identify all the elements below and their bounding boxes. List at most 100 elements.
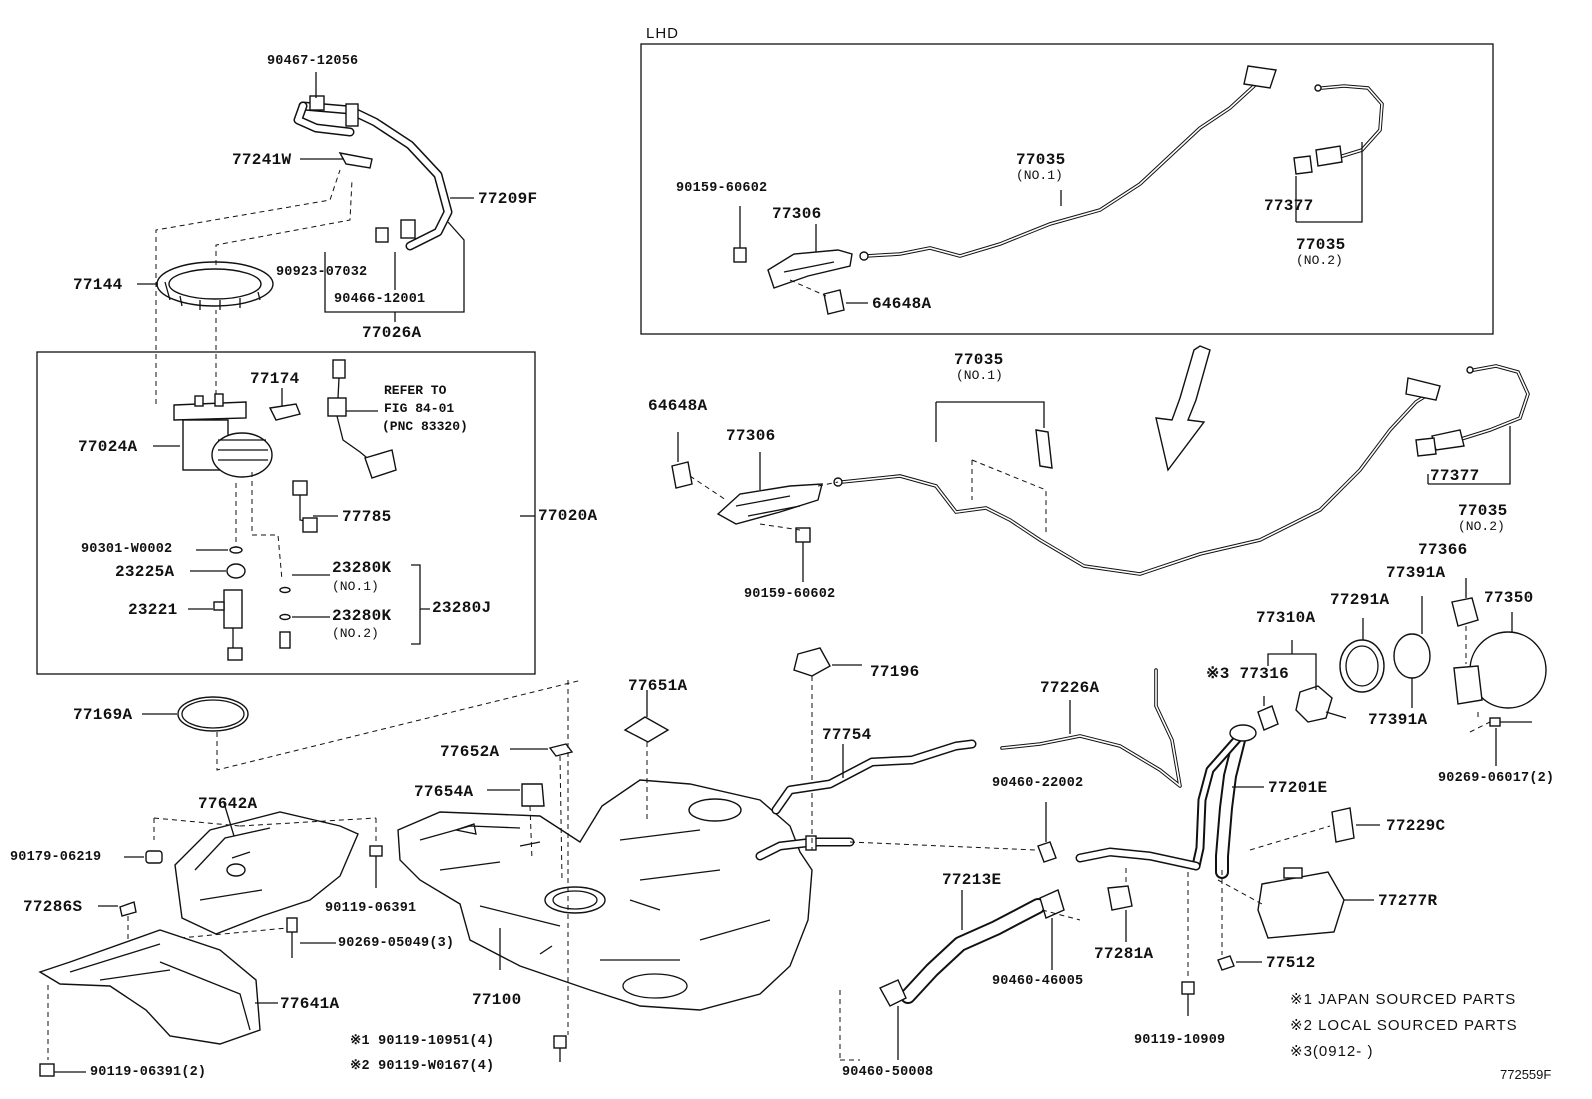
opener-cable-77035-main xyxy=(833,364,1530,576)
label-77100: 77100 xyxy=(472,991,522,1009)
oring-23280K-2 xyxy=(279,613,291,621)
label-77169A: 77169A xyxy=(73,706,133,724)
clip-77229C xyxy=(1331,807,1355,843)
label-90301-W0002: 90301-W0002 xyxy=(81,542,173,557)
note-local-sourced: ※2 LOCAL SOURCED PARTS xyxy=(1290,1017,1518,1034)
label-77391A-top: 77391A xyxy=(1386,564,1446,582)
label-90119-10951: ※1 90119-10951(4) xyxy=(350,1034,495,1049)
clamp-77281A xyxy=(1107,885,1133,911)
label-77652A: 77652A xyxy=(440,743,500,761)
bracket-77241W xyxy=(338,152,373,169)
label-77035-mid: 77035 xyxy=(954,351,1004,369)
label-77035-lhd2-sub: (NO.2) xyxy=(1296,253,1343,268)
label-77754: 77754 xyxy=(822,726,872,744)
label-90460-50008: 90460-50008 xyxy=(842,1065,934,1080)
label-77226A: 77226A xyxy=(1040,679,1100,697)
label-77391A-bot: 77391A xyxy=(1368,711,1428,729)
clip-77196 xyxy=(793,647,831,677)
label-90119-06391: 90119-06391 xyxy=(325,901,417,916)
label-77350: 77350 xyxy=(1484,589,1534,607)
handle-77306-mid xyxy=(716,483,823,525)
label-77035-right-sub: (NO.2) xyxy=(1458,519,1505,534)
gasket-77316 xyxy=(1257,705,1279,731)
label-90460-46005: 90460-46005 xyxy=(992,974,1084,989)
label-23280K-1: 23280K xyxy=(332,559,392,577)
label-77366: 77366 xyxy=(1418,541,1468,559)
label-90119-W0167: ※2 90119-W0167(4) xyxy=(350,1059,495,1074)
oring-23280K-1 xyxy=(279,586,291,594)
protector-77641A xyxy=(38,929,261,1045)
clip-64648A-lhd xyxy=(823,289,845,315)
label-23280K-2: 23280K xyxy=(332,607,392,625)
label-23280K-1-sub: (NO.1) xyxy=(332,579,379,594)
label-77291A: 77291A xyxy=(1330,591,1390,609)
label-90923-07032: 90923-07032 xyxy=(276,265,368,280)
refer-line2: FIG 84-01 xyxy=(384,401,455,416)
label-77377-right: 77377 xyxy=(1430,467,1480,485)
label-77229C: 77229C xyxy=(1386,817,1446,835)
lhd-frame xyxy=(640,43,1494,335)
direction-arrow xyxy=(1155,345,1211,472)
label-90159-60602-mid: 90159-60602 xyxy=(744,587,836,602)
label-77281A: 77281A xyxy=(1094,945,1154,963)
bolt-90119-10951 xyxy=(553,1035,567,1062)
refer-line1: REFER TO xyxy=(384,383,447,398)
hose-77213E xyxy=(900,898,1046,1004)
clamp-90460-50008 xyxy=(879,979,907,1007)
label-77209F: 77209F xyxy=(478,190,538,208)
label-77306-lhd: 77306 xyxy=(772,205,822,223)
label-23280K-2-sub: (NO.2) xyxy=(332,626,379,641)
label-77024A: 77024A xyxy=(78,438,138,456)
oring-90301 xyxy=(229,546,243,554)
clamp-90460-22002 xyxy=(1037,841,1057,863)
ring-77291A xyxy=(1339,639,1385,693)
hose-77754 xyxy=(771,739,977,815)
pad-77652A xyxy=(548,743,574,757)
label-90179-06219: 90179-06219 xyxy=(10,850,102,865)
nut-90179 xyxy=(145,850,163,864)
pump-assembly-frame xyxy=(36,351,536,675)
lock-ring-77144 xyxy=(156,261,274,310)
label-77785: 77785 xyxy=(342,508,392,526)
label-77035-mid-sub: (NO.1) xyxy=(956,368,1003,383)
clip-77286S xyxy=(119,901,137,917)
label-77035-lhd: 77035 xyxy=(1016,151,1066,169)
label-90119-06391-2: 90119-06391(2) xyxy=(90,1065,207,1080)
label-77654A: 77654A xyxy=(414,783,474,801)
label-77286S: 77286S xyxy=(23,898,83,916)
bolt-90119-06391-2 xyxy=(39,1063,55,1077)
hinge xyxy=(1453,665,1483,705)
label-77651A: 77651A xyxy=(628,677,688,695)
label-77277R: 77277R xyxy=(1378,892,1438,910)
clip-77512 xyxy=(1217,955,1235,971)
harness xyxy=(327,359,397,479)
connector-77785 xyxy=(292,480,318,533)
note-japan-sourced: ※1 JAPAN SOURCED PARTS xyxy=(1290,991,1517,1008)
part-23225A xyxy=(226,563,246,579)
bolt-90159-60602-lhd xyxy=(733,247,747,263)
clip-64648A-mid xyxy=(671,461,693,489)
label-64648A-mid: 64648A xyxy=(648,397,708,415)
label-77144: 77144 xyxy=(73,276,123,294)
ring-77391A xyxy=(1393,633,1431,679)
label-77642A: 77642A xyxy=(198,795,258,813)
label-23221: 23221 xyxy=(128,601,178,619)
cap-77310A xyxy=(1295,685,1333,723)
gasket-77169A xyxy=(177,696,249,732)
label-90466-12001: 90466-12001 xyxy=(334,292,426,307)
label-77512: 77512 xyxy=(1266,954,1316,972)
cable-clip xyxy=(1035,429,1053,469)
label-77174: 77174 xyxy=(250,370,300,388)
label-90460-22002: 90460-22002 xyxy=(992,776,1084,791)
clip-77366 xyxy=(1451,597,1479,627)
filter-23221 xyxy=(213,589,243,661)
screw-90269-06017 xyxy=(1489,717,1532,727)
label-77641A: 77641A xyxy=(280,995,340,1013)
bolt-90119-10909 xyxy=(1181,981,1195,1016)
label-77306-mid: 77306 xyxy=(726,427,776,445)
clamp-77654A xyxy=(521,783,545,807)
label-77201E: 77201E xyxy=(1268,779,1328,797)
figure-code: 772559F xyxy=(1500,1067,1552,1082)
